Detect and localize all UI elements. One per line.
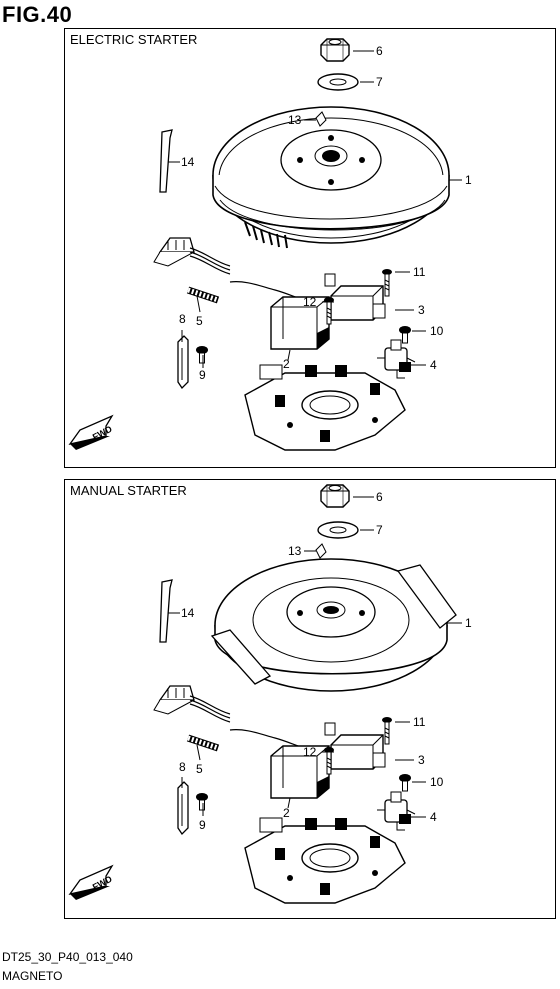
- callout-1: 1: [465, 173, 472, 187]
- callout-13: 13: [288, 113, 302, 127]
- callout-11: 11: [413, 265, 426, 279]
- callout-5: 5: [196, 314, 203, 328]
- callout-2: 2: [283, 357, 290, 371]
- callout-10: 10: [430, 324, 444, 338]
- callout-12: 12: [303, 295, 317, 309]
- callout-13: 13: [288, 544, 302, 558]
- callout-3: 3: [418, 303, 425, 317]
- callout-7: 7: [376, 75, 383, 89]
- callout-6: 6: [376, 490, 383, 504]
- panel-label: MANUAL STARTER: [70, 483, 187, 498]
- callout-6: 6: [376, 44, 383, 58]
- callout-9: 9: [199, 368, 206, 382]
- callout-8: 8: [179, 760, 186, 774]
- callout-1: 1: [465, 616, 472, 630]
- diagram-code: DT25_30_P40_013_040: [2, 950, 133, 964]
- callout-3: 3: [418, 753, 425, 767]
- callout-14: 14: [181, 606, 195, 620]
- callout-11: 11: [413, 715, 426, 729]
- callout-9: 9: [199, 818, 206, 832]
- manual-flywheel: [210, 558, 457, 692]
- callout-4: 4: [430, 810, 437, 824]
- figure-title: FIG.40: [2, 2, 73, 27]
- callout-12: 12: [303, 745, 317, 759]
- callout-10: 10: [430, 775, 444, 789]
- callout-5: 5: [196, 762, 203, 776]
- panel-label: ELECTRIC STARTER: [70, 32, 198, 47]
- callout-8: 8: [179, 312, 186, 326]
- callout-7: 7: [376, 523, 383, 537]
- callout-14: 14: [181, 155, 195, 169]
- electric-flywheel: [212, 106, 450, 249]
- callout-2: 2: [283, 806, 290, 820]
- callout-4: 4: [430, 358, 437, 372]
- diagram-title: MAGNETO: [2, 969, 63, 983]
